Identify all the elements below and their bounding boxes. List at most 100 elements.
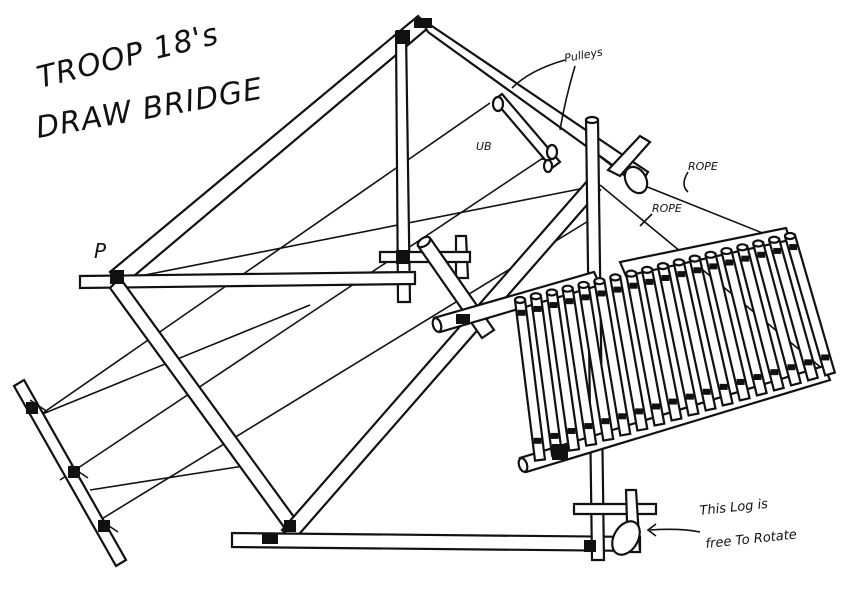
deck-plank-end	[561, 284, 574, 293]
deck-plank-lashing	[804, 359, 813, 366]
pole-long-diagonal	[280, 178, 602, 542]
lashing-apex-top	[414, 18, 432, 28]
deck-plank-lashing	[725, 259, 734, 266]
lashing-apex	[396, 30, 410, 44]
pulley-wheel-3	[542, 158, 554, 174]
deck-plank-end	[640, 265, 654, 274]
deck-plank-lashing	[753, 374, 762, 381]
pole-pivot-beam-cap	[431, 317, 443, 333]
deck-plank-end	[513, 295, 527, 305]
pulleys	[491, 92, 562, 174]
pulley-block-1	[492, 92, 562, 170]
deck-plank-lashing	[709, 263, 718, 270]
deck-plank-lashing	[736, 378, 745, 385]
rotating-log	[611, 520, 641, 556]
annotation-line-2: free To Rotate	[705, 527, 798, 551]
pole-base-right-cross	[572, 502, 658, 516]
deck-plank-lashing	[565, 298, 574, 305]
deck-plank-lashing	[533, 437, 542, 444]
pole-apex-right	[419, 17, 650, 187]
deck-plank-end	[752, 239, 765, 248]
rope-6	[629, 179, 781, 241]
pole-middle-beam	[78, 270, 417, 290]
roller-top-right	[623, 165, 649, 195]
deck-plank-end	[688, 254, 701, 263]
deck-plank-lashing	[719, 383, 728, 390]
deck-plank-lashing	[550, 432, 559, 439]
deck-plank-end	[656, 262, 670, 271]
deck-plank-lashing	[677, 271, 686, 278]
deck-plank-lashing	[770, 369, 779, 376]
pulleys-arrow-1	[511, 59, 566, 89]
pole-lower-left	[108, 276, 304, 540]
deck-plank-end	[529, 292, 542, 301]
deck-plank-end	[577, 280, 590, 290]
deck-plank-end	[545, 288, 558, 297]
deck-plank-lashing	[581, 294, 590, 301]
deck-plank-end	[593, 277, 606, 286]
deck-plank-lashing	[685, 393, 694, 400]
deck-plank-lashing	[757, 251, 766, 258]
rope-label-upper: ROPE	[688, 160, 718, 173]
p-marker: P	[94, 239, 107, 263]
deck-plank-lashing	[613, 286, 622, 293]
deck-plank-lashing	[549, 302, 558, 309]
rope-2	[59, 149, 556, 481]
deck-plank-lashing	[773, 247, 782, 254]
deck-plank-lashing	[787, 364, 796, 371]
deck-plank-lashing	[567, 427, 576, 434]
labels: Pulleys UB ROPE ROPE P This Log is free …	[94, 45, 798, 552]
pulley-wheel-1	[491, 95, 505, 113]
deck-plank-end	[704, 250, 717, 259]
deck-plank-lashing	[668, 398, 677, 405]
deck-plank-end	[783, 231, 797, 241]
lashing-deck-low	[552, 444, 568, 460]
deck-plank-lashing	[821, 354, 830, 361]
annotation-line-1: This Log is	[699, 497, 769, 519]
deck-plank-end	[625, 269, 638, 278]
rope-9	[119, 184, 601, 281]
title-group: TROOP 18's DRAW BRIDGE	[33, 17, 265, 146]
deck-plank-end	[609, 273, 622, 282]
pole-short-top-right	[606, 134, 652, 178]
lashing-base-joint	[284, 520, 296, 532]
rope-4	[89, 464, 251, 491]
lashing-base-left	[262, 534, 278, 544]
pole-deck-lower-beam-cap	[517, 457, 529, 473]
lashing-left-joint	[110, 270, 124, 284]
deck-plank-lashing	[517, 309, 526, 316]
deck-plank-end	[672, 258, 685, 267]
pole-base-beam	[230, 531, 642, 553]
rope-1	[39, 102, 491, 416]
pole-right-vertical-cap	[584, 115, 600, 125]
deck-plank-lashing	[741, 255, 750, 262]
pole-center-diagonal-cap	[416, 235, 432, 249]
lashing-anchor-1	[26, 402, 38, 414]
deck-plank-lashing	[597, 290, 606, 297]
deck-plank-lashing	[652, 403, 661, 410]
deck-plank-lashing	[601, 418, 610, 425]
frame-poles	[78, 14, 832, 562]
lashing-anchor-3	[98, 520, 110, 532]
deck-plank-lashing	[629, 282, 638, 289]
deck-plank-lashing	[618, 413, 627, 420]
lashing-base-right	[584, 540, 596, 552]
lashing-anchor-2	[68, 466, 80, 478]
deck-plank-end	[768, 235, 781, 244]
ub-label: UB	[476, 140, 492, 153]
deck-plank-lashing	[635, 408, 644, 415]
deck-plank-lashing	[789, 244, 798, 251]
deck-plank-lashing	[693, 267, 702, 274]
deck-plank-lashing	[584, 423, 593, 430]
deck-plank-lashing	[645, 278, 654, 285]
rope-label-lower: ROPE	[652, 202, 682, 215]
deck-planks	[513, 231, 837, 462]
deck-plank-end	[736, 243, 749, 252]
annotation-arrow	[646, 523, 701, 537]
deck-plank-end	[720, 246, 733, 256]
deck-plank-lashing	[533, 305, 542, 312]
lashing-center	[396, 250, 410, 264]
pulleys-arrow-2	[559, 65, 576, 131]
deck-plank-lashing	[661, 274, 670, 281]
